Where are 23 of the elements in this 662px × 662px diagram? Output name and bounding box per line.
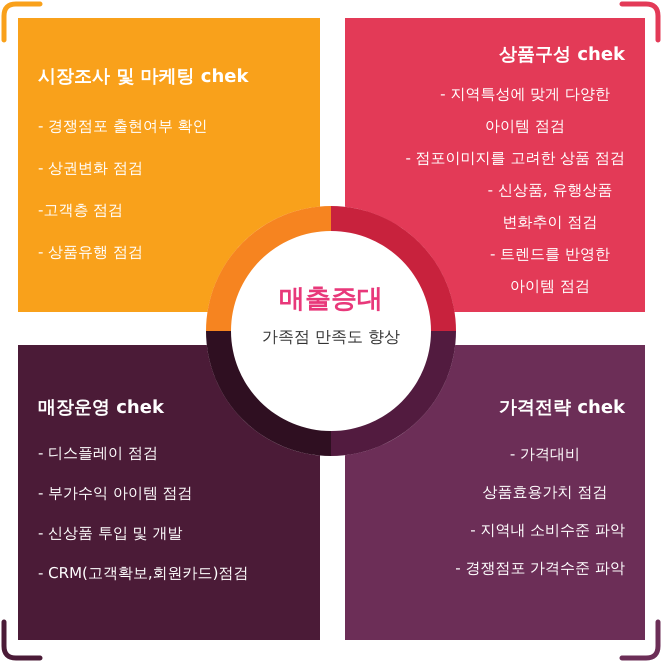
section-heading: 상품구성 chek: [499, 43, 625, 66]
checklist-item: -고객층 점검: [38, 200, 124, 220]
checklist-item: - 가격대비 상품효용가치 점검: [482, 444, 608, 503]
checklist-item: - 부가수익 아이템 점검: [38, 483, 193, 503]
checklist-item: - 지역특성에 맞게 다양한 아이템 점검: [439, 84, 611, 137]
section-heading: 가격전략 chek: [499, 396, 625, 419]
checklist-item: - 신상품 투입 및 개발: [38, 523, 182, 543]
checklist-item: - CRM(고객확보,회원카드)점검: [38, 563, 248, 583]
checklist-item: - 신상품, 유행상품 변화추이 점검: [486, 180, 614, 233]
checklist-item: - 상품유행 점검: [38, 242, 143, 262]
section-heading: 시장조사 및 마케팅 chek: [38, 65, 248, 88]
section-heading: 매장운영 chek: [38, 396, 164, 419]
checklist-item: - 지역내 소비수준 파악: [470, 520, 625, 541]
checklist-item: - 경쟁점포 출현여부 확인: [38, 116, 208, 136]
checklist-item: - 디스플레이 점검: [38, 443, 158, 463]
checklist-item: - 경쟁점포 가격수준 파악: [455, 558, 625, 579]
center-subtitle: 가족점 만족도 향상: [260, 327, 402, 348]
checklist-item: - 트렌드를 반영한 아이템 점검: [489, 244, 611, 297]
quadrant-panel: [345, 345, 645, 640]
checklist-item: - 점포이미지를 고려한 상품 점검: [406, 148, 625, 169]
checklist-item: - 상권변화 점검: [38, 158, 143, 178]
center-title: 매출증대: [278, 283, 384, 316]
quadrant-panel: [18, 345, 320, 640]
